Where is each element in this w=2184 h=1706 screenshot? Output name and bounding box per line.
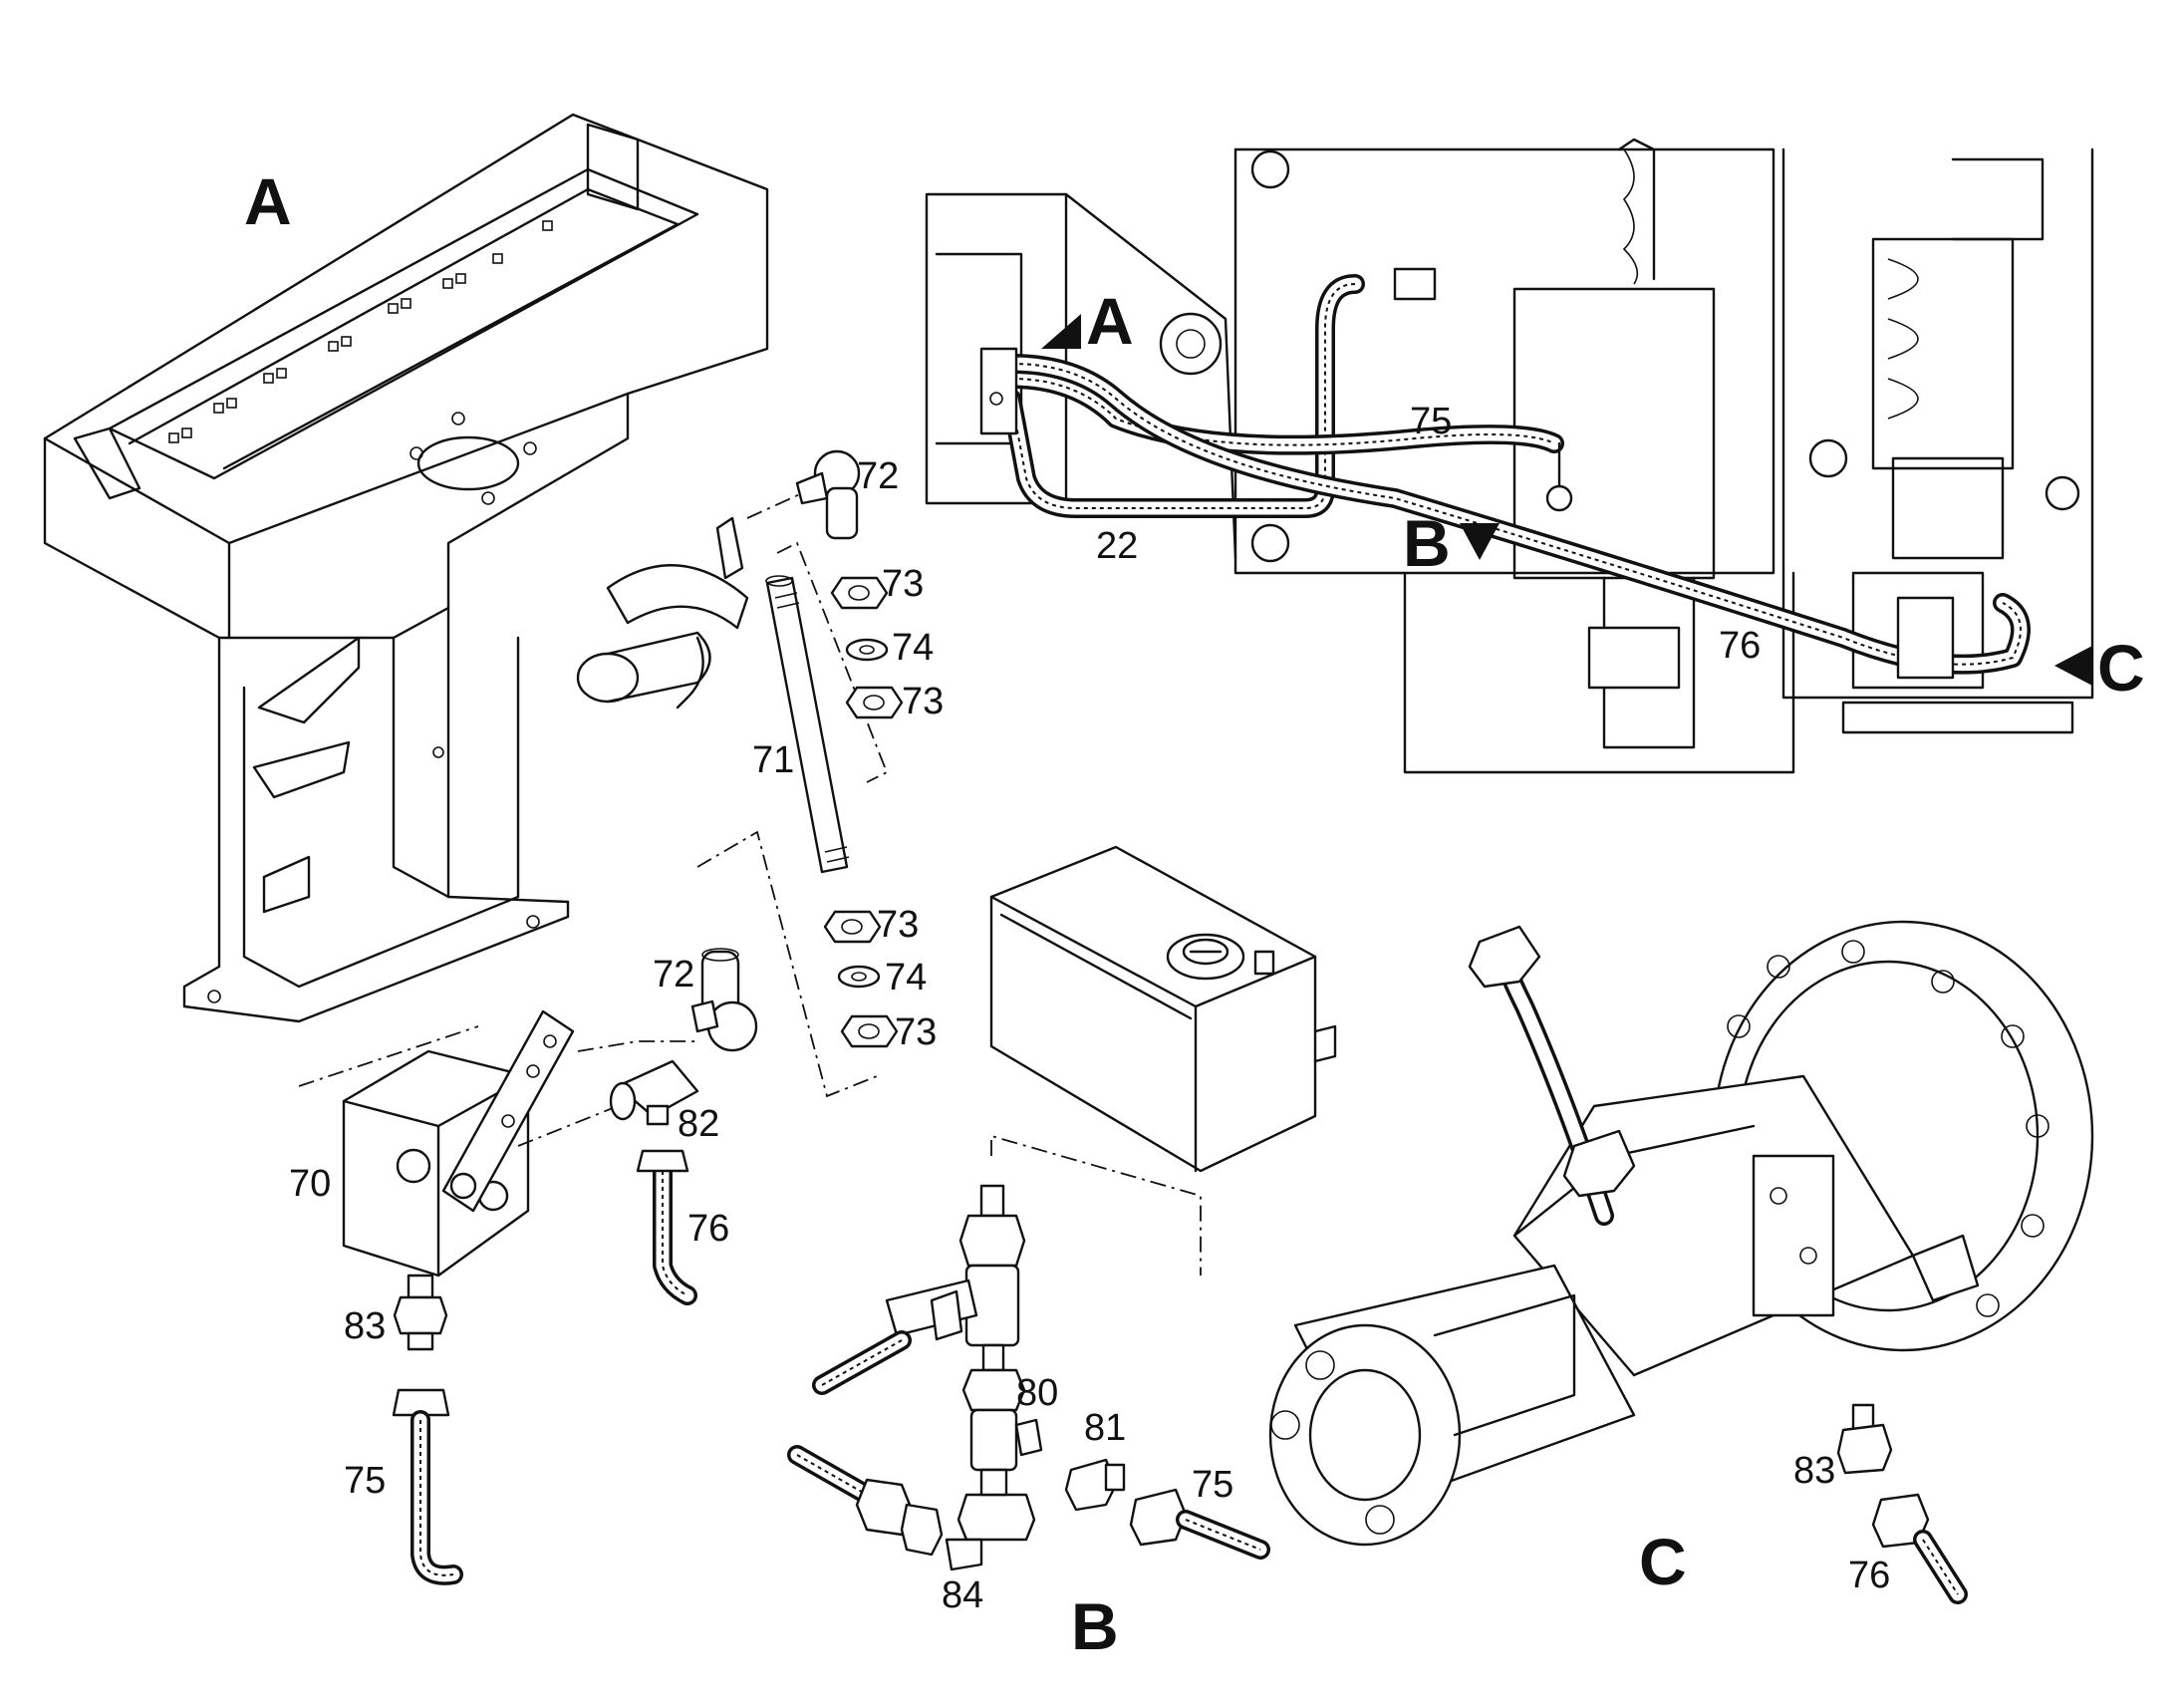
overview-marker-b: B bbox=[1403, 506, 1451, 580]
hose-75-segment-drawing bbox=[392, 1388, 463, 1585]
part-label-83-c: 83 bbox=[1793, 1450, 1835, 1492]
hydraulic-tank-drawing bbox=[989, 845, 1337, 1276]
pump-flange-bolts bbox=[1727, 940, 2049, 1317]
overview-marker-c-arrow bbox=[2054, 646, 2092, 686]
fitting-72-bottom-drawing bbox=[690, 948, 758, 1052]
part-label-75: 75 bbox=[344, 1460, 386, 1502]
part-label-71: 71 bbox=[752, 739, 794, 781]
nut-washer-stack-lower bbox=[823, 910, 899, 1048]
part-label-76: 76 bbox=[687, 1208, 729, 1250]
hose-76-segment-drawing bbox=[636, 1149, 697, 1305]
hydraulic-pump-drawing bbox=[1268, 920, 2094, 1547]
console-housing-drawing bbox=[43, 113, 769, 1023]
overview-marker-a: A bbox=[1086, 284, 1134, 358]
overview-marker-a-arrow bbox=[1041, 314, 1081, 349]
hose-75-b-drawing bbox=[1129, 1488, 1270, 1560]
overview-marker-b-arrow bbox=[1460, 523, 1500, 560]
hose-75-overview bbox=[1001, 369, 1573, 512]
lever-socket-drawing bbox=[576, 492, 803, 710]
part-label-76-c: 76 bbox=[1848, 1555, 1890, 1596]
hose-76-overview bbox=[1001, 354, 2031, 675]
part-label-82: 82 bbox=[678, 1103, 719, 1145]
part-label-80: 80 bbox=[1016, 1372, 1058, 1414]
overview-label-76: 76 bbox=[1719, 625, 1761, 667]
part-label-81: 81 bbox=[1084, 1407, 1126, 1449]
hose-22-overview bbox=[1001, 274, 1365, 518]
overview-marker-c: C bbox=[2097, 631, 2145, 705]
hose-76-c-drawing bbox=[1871, 1493, 1968, 1604]
fitting-84-drawing bbox=[787, 1445, 983, 1571]
fitting-82-drawing bbox=[609, 1059, 699, 1126]
part-label-73-4: 73 bbox=[895, 1011, 937, 1053]
part-label-74-2: 74 bbox=[885, 957, 927, 998]
console-indicator-slots bbox=[168, 220, 553, 443]
part-label-75-b: 75 bbox=[1192, 1464, 1233, 1506]
part-label-73-2: 73 bbox=[902, 681, 944, 722]
tee-upper-drawing bbox=[812, 1184, 1026, 1395]
fitting-83-left-drawing bbox=[393, 1274, 448, 1351]
console-mount-flange bbox=[410, 412, 537, 505]
section-label-b: B bbox=[1071, 1589, 1119, 1663]
machine-overview-drawing bbox=[925, 138, 2094, 774]
fitting-81-drawing bbox=[1064, 1458, 1126, 1512]
part-label-74-1: 74 bbox=[892, 627, 934, 669]
section-label-a: A bbox=[244, 164, 292, 238]
tee-80-drawing bbox=[956, 1368, 1043, 1542]
part-label-84: 84 bbox=[942, 1574, 983, 1616]
pipe-71-drawing bbox=[696, 541, 889, 1098]
fitting-72-top-drawing bbox=[795, 449, 861, 540]
overview-label-22: 22 bbox=[1096, 525, 1138, 567]
overview-label-75: 75 bbox=[1410, 401, 1452, 442]
nut-washer-stack-upper bbox=[830, 576, 904, 719]
part-label-70: 70 bbox=[289, 1163, 331, 1205]
fitting-83-c-drawing bbox=[1836, 1403, 1893, 1475]
section-label-c: C bbox=[1639, 1525, 1687, 1598]
overview-connectors bbox=[979, 267, 1955, 680]
part-label-73-1: 73 bbox=[882, 563, 924, 605]
part-label-83: 83 bbox=[344, 1305, 386, 1347]
part-label-72-top: 72 bbox=[857, 455, 899, 497]
part-label-72-bottom: 72 bbox=[653, 954, 694, 995]
part-label-73-3: 73 bbox=[877, 904, 919, 946]
valve-block-70-drawing bbox=[298, 1009, 697, 1278]
